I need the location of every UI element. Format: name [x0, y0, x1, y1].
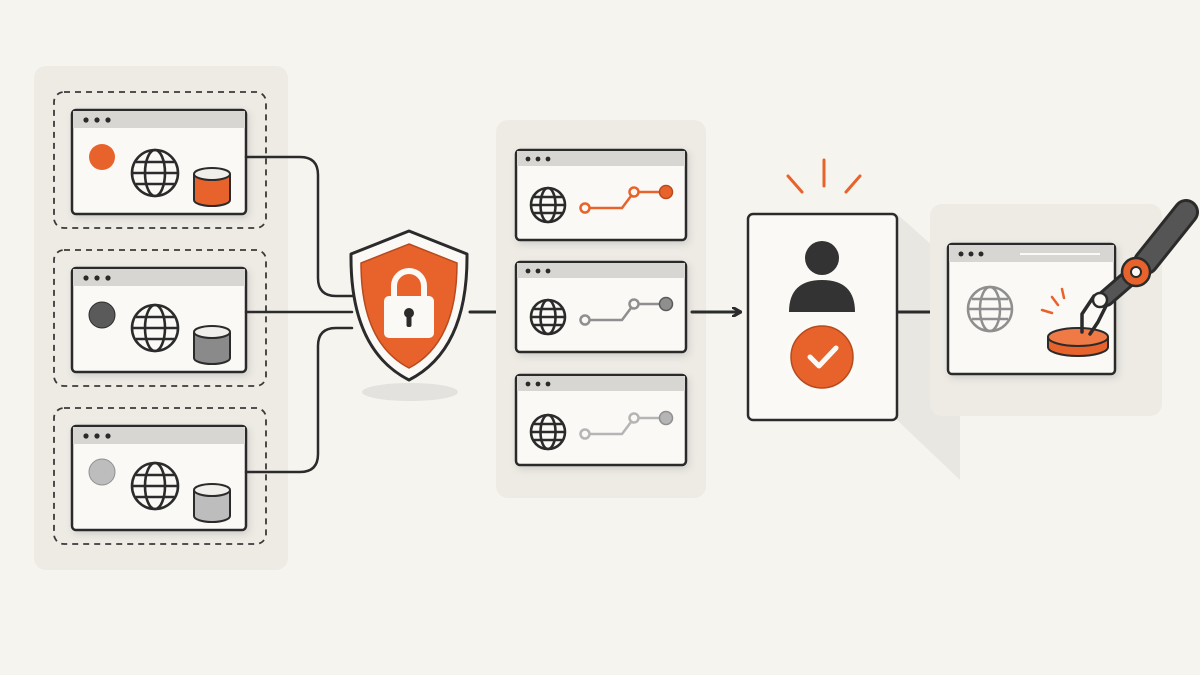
dashed-border-icon	[53, 407, 267, 545]
approval-panel	[746, 212, 899, 422]
workflow-steps-icon	[579, 184, 674, 214]
session-window	[514, 148, 688, 242]
session-window	[514, 260, 688, 354]
button-icon	[1047, 327, 1109, 357]
connector-line	[244, 155, 354, 298]
workflow-steps-icon	[579, 296, 674, 326]
human-approval-card	[746, 158, 960, 480]
browser-sessions-panel	[496, 120, 706, 498]
status-dot-icon	[88, 301, 116, 329]
globe-icon	[130, 148, 180, 198]
globe-icon	[130, 303, 180, 353]
robot-arm-icon	[1080, 199, 1199, 336]
isolated-environments-panel	[34, 66, 288, 570]
environment-card	[53, 91, 267, 229]
database-icon	[193, 325, 231, 365]
status-dot-icon	[89, 144, 115, 170]
globe-icon	[529, 186, 567, 224]
globe-icon	[529, 298, 567, 336]
database-icon	[193, 483, 231, 523]
attention-rays-icon	[786, 158, 862, 194]
database-icon	[193, 167, 231, 207]
shield-shadow	[362, 383, 458, 401]
status-dot-icon	[88, 458, 116, 486]
user-icon	[789, 241, 855, 312]
security-shield	[349, 229, 469, 401]
globe-icon	[529, 413, 567, 451]
connector-line	[244, 326, 354, 474]
globe-icon	[966, 285, 1014, 333]
lock-icon	[384, 268, 434, 338]
environment-card	[53, 407, 267, 545]
checkmark-icon	[786, 321, 858, 393]
dashed-border-icon	[53, 249, 267, 387]
environment-card	[53, 249, 267, 387]
click-burst-icon	[1040, 287, 1066, 315]
globe-icon	[130, 461, 180, 511]
session-window	[514, 373, 688, 467]
merge-connectors	[244, 155, 354, 474]
dashed-border-icon	[53, 91, 267, 229]
browser-window-icon	[514, 373, 688, 467]
automated-action-panel	[930, 199, 1199, 416]
workflow-steps-icon	[579, 410, 674, 440]
